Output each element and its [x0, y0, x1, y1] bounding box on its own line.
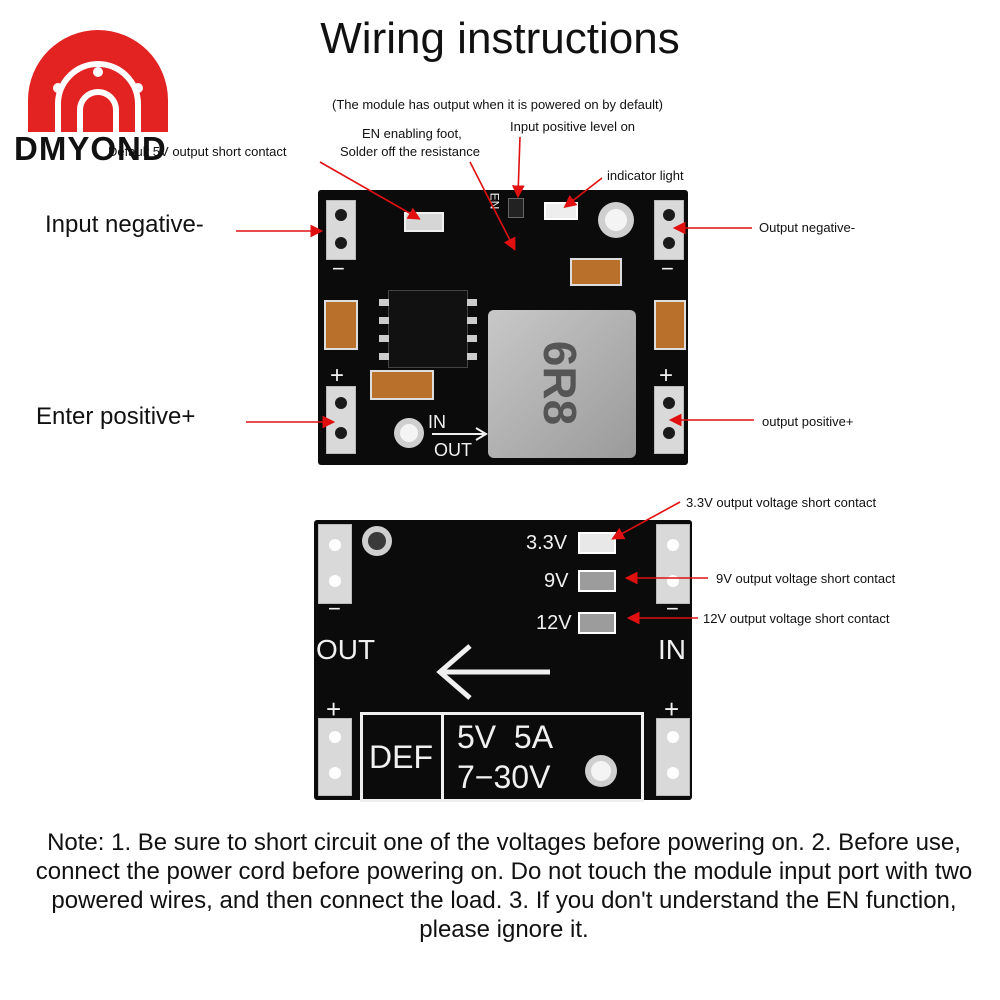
silk-plus-in: +	[664, 694, 680, 724]
silk-9v: 9V	[544, 570, 569, 592]
silk-rating-1: 5V 5A	[457, 719, 554, 755]
capacitor-right	[654, 300, 686, 350]
page-title: Wiring instructions	[320, 14, 680, 63]
pad-output-positive	[654, 386, 684, 454]
note-text: Note: 1. Be sure to short circuit one of…	[35, 829, 973, 943]
arrow-default-5v	[319, 161, 421, 220]
label-powered-note: (The module has output when it is powere…	[332, 97, 663, 112]
jumper-9v	[578, 570, 616, 592]
arrow-input-positive-level	[511, 136, 525, 199]
bottom-board: 3.3V 9V 12V − − OUT IN + + DEF 5V 5A 7−3…	[314, 520, 692, 802]
en-chip	[508, 198, 524, 218]
silk-minus-out: −	[328, 596, 341, 621]
silk-out-bottom: OUT	[316, 634, 376, 665]
capacitor-left	[324, 300, 358, 350]
pad-in-negative	[656, 524, 690, 604]
ic-chip	[379, 290, 477, 368]
label-3v3: 3.3V output voltage short contact	[686, 495, 877, 510]
pad-in-positive	[656, 718, 690, 796]
silk-out: OUT	[434, 440, 472, 460]
capacitor-top-right	[570, 258, 622, 286]
rating-box: DEF 5V 5A 7−30V	[360, 712, 644, 802]
jumper-3v3	[578, 532, 616, 554]
mounting-hole-rating	[585, 755, 617, 787]
arrow-indicator	[563, 177, 603, 208]
mounting-hole-bottom	[394, 418, 424, 448]
label-12v: 12V output voltage short contact	[703, 611, 890, 626]
silk-3v3: 3.3V	[526, 532, 568, 554]
logo-text: DMYOND	[14, 130, 167, 167]
label-output-negative: Output negative-	[759, 220, 856, 235]
silk-rating-2: 7−30V	[457, 759, 551, 795]
silk-plus-left: +	[330, 362, 345, 389]
label-default-5v: Default 5V output short contact	[108, 144, 287, 159]
direction-arrow-icon	[436, 644, 550, 700]
logo-mark-icon	[28, 30, 168, 132]
label-input-negative: Input negative-	[45, 211, 204, 238]
silk-12v: 12V	[536, 612, 572, 634]
silk-in-out-arrow-icon	[432, 427, 488, 441]
mounting-hole-top	[598, 202, 634, 238]
label-9v: 9V output voltage short contact	[716, 571, 896, 586]
pad-out-positive	[318, 718, 352, 796]
label-indicator: indicator light	[607, 168, 684, 183]
label-input-positive-level: Input positive level on	[510, 119, 636, 134]
jumper-12v	[578, 612, 616, 634]
silk-minus-left: −	[332, 256, 345, 281]
silk-minus-right: −	[661, 256, 674, 281]
label-en-line2: Solder off the resistance	[340, 144, 480, 159]
mounting-hole-bottom-board	[362, 526, 392, 556]
pad-input-negative	[326, 200, 356, 260]
inductor: 6R8	[488, 310, 636, 458]
arrow-3v3	[611, 501, 681, 540]
silk-in: IN	[428, 412, 446, 432]
silk-minus-in: −	[666, 596, 679, 621]
label-enter-positive: Enter positive+	[36, 403, 196, 430]
silk-in-bottom: IN	[658, 634, 686, 665]
label-output-positive: output positive+	[762, 414, 854, 429]
arrow-en	[469, 161, 516, 251]
capacitor-bottom	[370, 370, 434, 400]
top-board: − + − + EN 6R8 IN OUT	[318, 190, 688, 465]
brand-logo	[18, 20, 178, 175]
silk-def: DEF	[369, 739, 433, 775]
silk-plus-out: +	[326, 694, 342, 724]
pad-out-negative	[318, 524, 352, 604]
silk-plus-right: +	[659, 362, 674, 389]
label-en-line1: EN enabling foot,	[362, 126, 462, 141]
